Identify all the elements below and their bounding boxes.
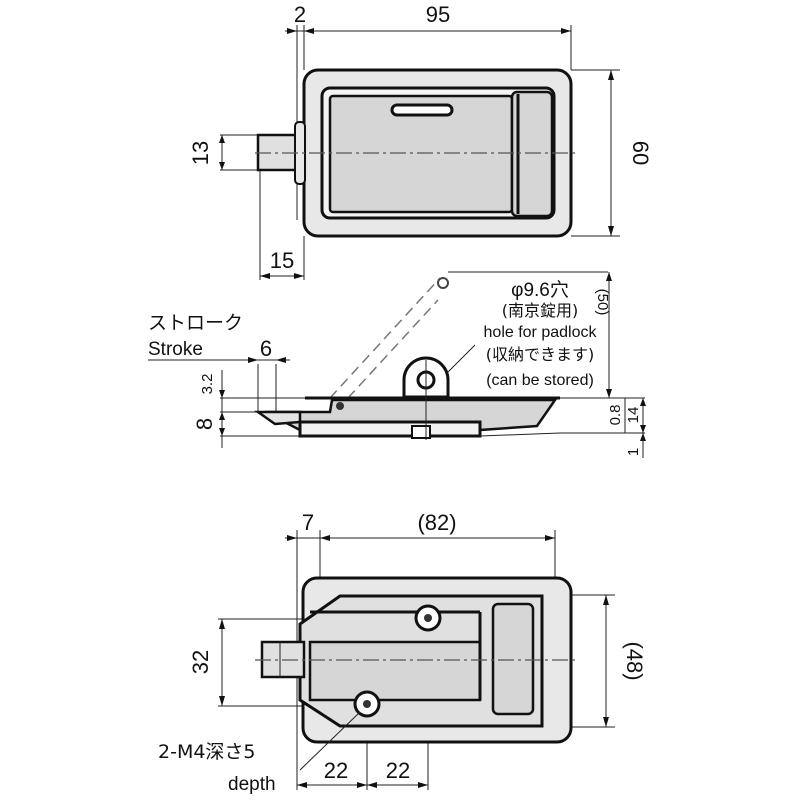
side-view: ストローク Stroke 6 3.2 8 (50) 0.8 14 1 φ9.6穴…	[148, 271, 646, 458]
thread-note-depth: depth	[228, 774, 276, 795]
dim-flange: 1	[625, 448, 642, 456]
dim-handle-lift: (50)	[594, 289, 611, 316]
svg-text:(南京錠用): (南京錠用)	[502, 301, 579, 320]
dim-plate: 0.8	[607, 405, 624, 426]
padlock-hole-size: φ9.6穴	[511, 279, 569, 301]
dim-height-bottom: (48)	[622, 641, 647, 680]
dim-bolt-height: 13	[188, 141, 213, 165]
dim-width: 95	[426, 2, 450, 27]
dim-depth: 14	[625, 407, 642, 424]
padlock-note: φ9.6穴 (南京錠用) hole for padlock (収納できます) (…	[484, 279, 598, 389]
dim-width-bottom: (82)	[417, 510, 456, 535]
dim-height: 60	[628, 141, 653, 165]
dim-lower: 8	[192, 418, 217, 430]
stroke-label-en: Stroke	[148, 339, 203, 360]
dim-offset-bottom: 7	[302, 510, 314, 535]
dim-offset: 2	[294, 2, 306, 27]
dim-stroke: 6	[260, 336, 272, 361]
dim-pitch-2: 22	[386, 758, 410, 783]
stroke-label-jp: ストローク	[148, 312, 243, 334]
svg-text:(収納できます): (収納できます)	[486, 345, 595, 364]
bottom-view: 7 (82) (48) 32 22 22 2-M4深さ5 depth	[158, 510, 647, 795]
thread-note: 2-M4深さ5	[158, 741, 256, 763]
svg-text:(can be stored): (can be stored)	[486, 372, 594, 389]
dim-bolt-length: 15	[270, 248, 294, 273]
dim-upper: 3.2	[199, 374, 216, 395]
svg-text:hole for padlock: hole for padlock	[484, 324, 598, 341]
dim-hole-pitch-v: 32	[188, 650, 213, 674]
top-view: 2 95 60 13 15	[188, 2, 653, 280]
dim-pitch-1: 22	[324, 758, 348, 783]
